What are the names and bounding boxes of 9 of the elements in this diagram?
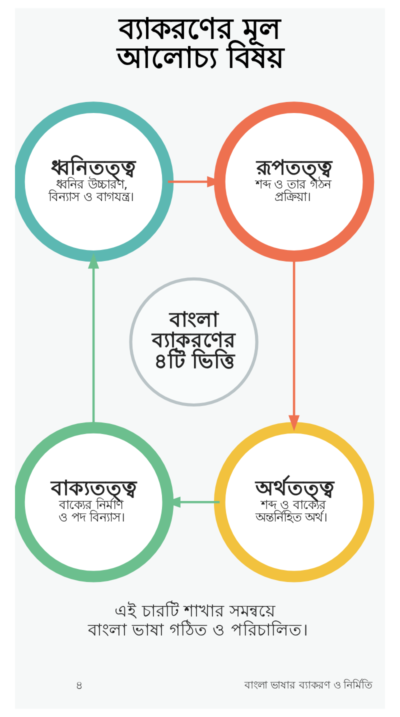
- label: ৪: [76, 678, 83, 692]
- node-circle: ধ্বনিতত্ত্ব ধ্বনির উচ্চারণ, বিন্যাস ও বাগযন্ত্র।: [15, 102, 174, 262]
- diagram-title: ব্যাকরণের মূল আলোচ্য বিষয়: [116, 12, 284, 74]
- node-circle: বাক্যতত্ত্ব বাক্যের নির্মাণ ও পদ বিন্যাস।: [15, 422, 174, 582]
- label: বাংলা ভাষার ব্যাকরণ ও নির্মিতি: [244, 680, 373, 692]
- node-circle: রূপতত্ত্ব শব্দ ও তার গঠন প্রক্রিয়া।: [214, 102, 374, 262]
- caption: এই চারটি শাখার সমন্বয়ে বাংলা ভাষা গঠিত ও পরিচালিত।: [88, 602, 308, 640]
- node-circle: অর্থতত্ত্ব শব্দ ও বাক্যের অন্তর্নিহিত অর্থ।: [214, 422, 374, 582]
- node-circle: বাংলা ব্যাকরণের ৪টি ভিত্তি: [129, 277, 258, 407]
